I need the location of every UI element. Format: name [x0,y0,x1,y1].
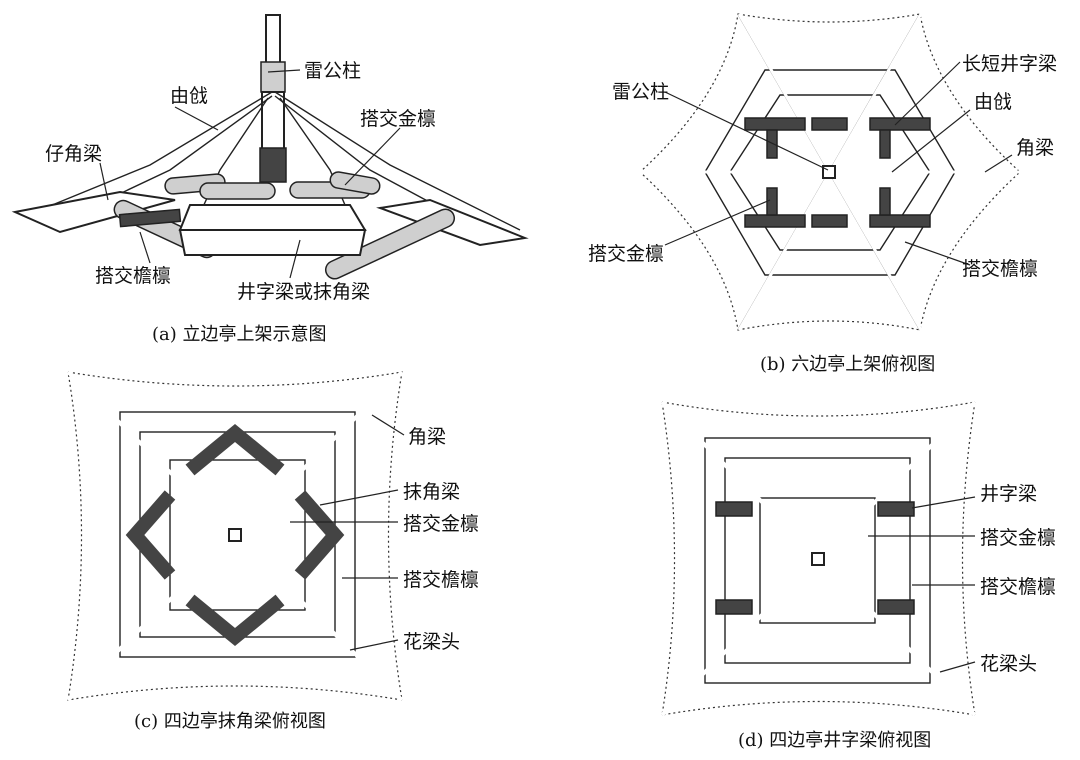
label-b-jiaoliang: 角梁 [1016,137,1054,159]
label-c-mojiaoliang: 抹角梁 [403,481,460,503]
panel-a-leaders [99,69,401,279]
leigongzhu-cap [260,61,286,93]
caption-c: (c) 四边亭抹角梁俯视图 [134,711,326,732]
label-c-dajiaojinlin: 搭交金檩 [403,513,479,535]
square-outline-d [661,401,976,716]
center-post-d [811,552,825,566]
panel-a-drawing [11,14,529,280]
mojiao-left [125,490,176,580]
caption-b: (b) 六边亭上架俯视图 [760,354,935,375]
label-d-jingziliang: 井字梁 [980,483,1037,505]
mojiao-bottom [185,594,285,647]
frame-d-core [759,497,876,624]
jz-block-2 [877,501,915,517]
leigongzhu-base [259,147,287,183]
label-b-youqiang: 由戗 [974,91,1012,113]
label-a-dajiaoyanlin: 搭交檐檩 [95,265,171,287]
frame-c-core [169,459,306,611]
label-a-zijiaoliang: 仔角梁 [45,143,102,165]
label-c-jiaoliang: 角梁 [408,426,446,448]
panel-b-leaders [664,61,1013,266]
label-c-dajiaoyanlin: 搭交檐檩 [403,569,479,591]
label-d-dajiaoyanlin: 搭交檐檩 [980,576,1056,598]
panel-d-drawing [660,400,977,717]
label-a-leigongzhu: 雷公柱 [304,60,361,82]
label-d-hualiangtou: 花梁头 [980,653,1037,675]
label-d-dajiaojinlin: 搭交金檩 [980,527,1056,549]
label-a-dajiaojinlin: 搭交金檩 [360,108,436,130]
jz-block-3 [715,599,753,615]
panel-c-drawing [66,370,404,702]
frame-mid [178,229,367,256]
log-6 [324,208,456,280]
label-b-changduan: 长短井字梁 [962,53,1057,75]
label-b-dajiaojinlin: 搭交金檩 [588,243,664,265]
mojiao-top [185,423,285,476]
jz-block-1 [715,501,753,517]
frame-c-outer [119,411,356,658]
frame-d-outer [704,437,931,684]
label-a-youqiang: 由戗 [170,85,208,107]
panel-b-drawing [625,13,1040,331]
center-post-c [228,528,242,542]
panel-c-leaders [290,414,405,651]
frame-top [178,204,367,231]
caption-d: (d) 四边亭井字梁俯视图 [738,730,931,751]
log-2 [199,182,276,200]
center-post-b [822,165,836,179]
dark-block [118,208,182,228]
log-4 [329,171,381,195]
square-outline-c [67,371,403,701]
rib-right-outer [274,91,521,231]
zijiaoliang-left [11,190,176,234]
label-c-hualiangtou: 花梁头 [403,631,460,653]
panel-d-leaders [868,496,976,673]
rib-left-outer [39,91,273,211]
caption-a: (a) 立边亭上架示意图 [152,324,327,345]
mojiao-right [294,490,345,580]
label-a-jingziliang: 井字梁或抹角梁 [237,281,370,303]
jz-block-4 [877,599,915,615]
label-b-leigongzhu: 雷公柱 [612,81,669,103]
label-b-dajiaoyanlin: 搭交檐檩 [962,258,1038,280]
frame-d-inner [724,457,911,664]
